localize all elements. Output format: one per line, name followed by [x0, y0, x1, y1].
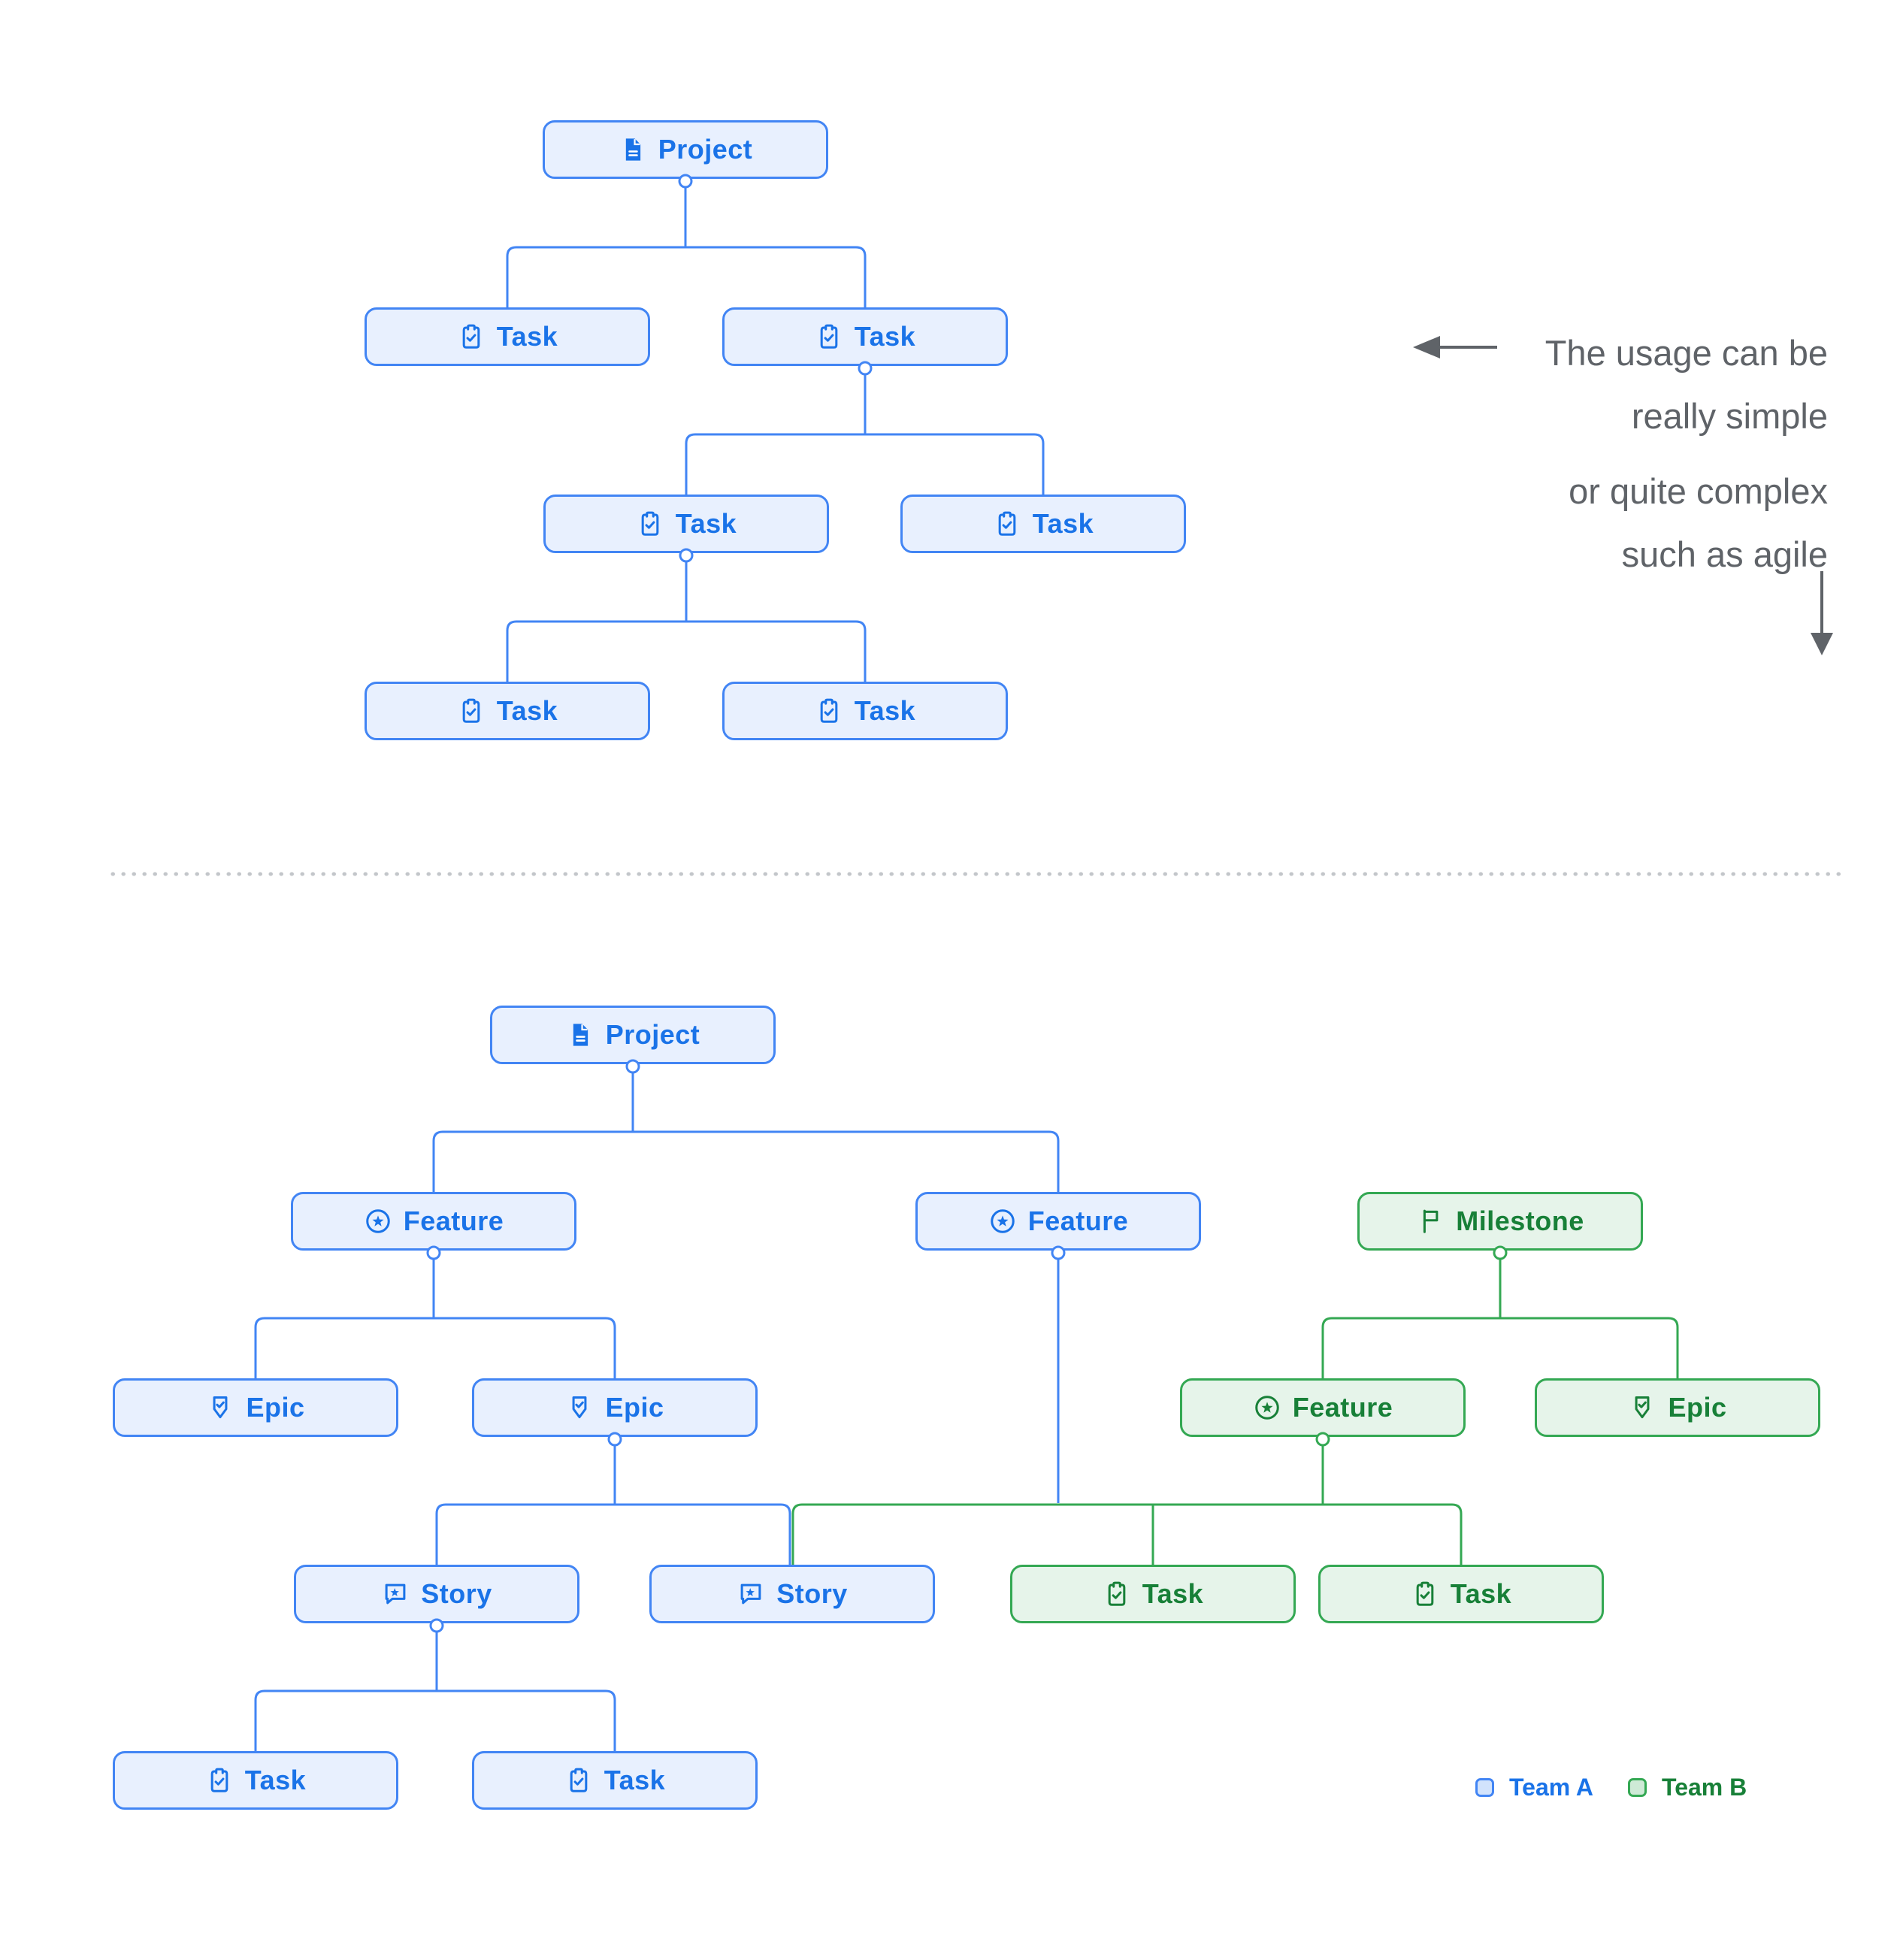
node-label: Project: [658, 134, 753, 165]
edge-feature1-to-epics: [254, 1259, 616, 1378]
node-epic-2: Epic: [472, 1378, 758, 1437]
node-task-6: Task: [722, 682, 1008, 740]
node-task-2: Task: [722, 307, 1008, 366]
team-b-label: Team B: [1662, 1774, 1747, 1801]
node-label: Feature: [403, 1205, 504, 1236]
task-icon: [1103, 1580, 1131, 1608]
node-label: Task: [1032, 508, 1094, 539]
node-story-1: Story: [294, 1565, 579, 1623]
node-label: Epic: [1668, 1392, 1727, 1423]
annotation-text: The usage can be really simple or quite …: [1347, 322, 1828, 586]
node-label: Task: [675, 508, 737, 539]
node-label: Story: [776, 1578, 848, 1609]
node-label: Task: [1142, 1578, 1204, 1609]
node-task-b2: Task: [472, 1751, 758, 1810]
team-a-swatch: [1475, 1778, 1494, 1797]
legend-item-team-a: Team A: [1475, 1774, 1593, 1801]
annotation-line: really simple: [1631, 396, 1828, 436]
task-icon: [457, 697, 486, 725]
node-task-g2: Task: [1318, 1565, 1604, 1623]
node-epic-3: Epic: [1535, 1378, 1820, 1437]
task-icon: [815, 322, 843, 351]
node-label: Task: [854, 695, 916, 726]
node-feature-1: Feature: [291, 1192, 576, 1251]
task-icon: [815, 697, 843, 725]
edge-top-task3-to-tasks: [506, 561, 867, 682]
node-task-4: Task: [900, 495, 1186, 553]
legend-item-team-b: Team B: [1628, 1774, 1747, 1801]
feature-icon: [364, 1207, 392, 1236]
node-project-complex: Project: [490, 1006, 776, 1064]
team-b-swatch: [1628, 1778, 1647, 1797]
project-icon: [619, 135, 647, 164]
annotation-line: or quite complex: [1569, 471, 1828, 511]
epic-icon: [565, 1393, 594, 1422]
milestone-icon: [1416, 1207, 1445, 1236]
node-label: Story: [421, 1578, 492, 1609]
node-label: Feature: [1027, 1205, 1129, 1236]
story-icon: [737, 1580, 765, 1608]
node-epic-1: Epic: [113, 1378, 398, 1437]
node-label: Epic: [246, 1392, 305, 1423]
edge-top-task2-to-tasks: [685, 374, 1045, 495]
edge-story1-to-tasks: [254, 1632, 616, 1751]
node-task-g1: Task: [1010, 1565, 1296, 1623]
node-feature-2: Feature: [915, 1192, 1201, 1251]
node-label: Feature: [1292, 1392, 1393, 1423]
edge-project-to-features: [432, 1072, 1060, 1192]
node-task-3: Task: [543, 495, 829, 553]
task-icon: [1411, 1580, 1439, 1608]
edge-top-project-to-tasks: [506, 187, 867, 307]
node-label: Milestone: [1456, 1205, 1584, 1236]
node-label: Project: [605, 1019, 700, 1050]
node-task-b1: Task: [113, 1751, 398, 1810]
task-icon: [205, 1766, 234, 1795]
edge-shared-rail: [791, 1503, 1463, 1565]
edge-milestone-to-children: [1321, 1259, 1679, 1378]
node-label: Task: [496, 321, 558, 352]
node-story-2: Story: [649, 1565, 935, 1623]
node-label: Task: [1450, 1578, 1512, 1609]
feature-icon: [1253, 1393, 1281, 1422]
epic-icon: [206, 1393, 234, 1422]
feature-icon: [988, 1207, 1017, 1236]
epic-icon: [1628, 1393, 1656, 1422]
task-icon: [564, 1766, 593, 1795]
edge-epic2-to-stories: [435, 1445, 791, 1565]
node-label: Task: [244, 1765, 307, 1795]
node-label: Epic: [605, 1392, 664, 1423]
team-a-label: Team A: [1509, 1774, 1594, 1801]
task-icon: [636, 510, 664, 538]
annotation-line: such as agile: [1621, 534, 1828, 574]
node-task-1: Task: [365, 307, 650, 366]
node-milestone: Milestone: [1357, 1192, 1643, 1251]
annotation-line: The usage can be: [1544, 333, 1828, 373]
node-task-5: Task: [365, 682, 650, 740]
story-icon: [381, 1580, 410, 1608]
node-project-simple: Project: [543, 120, 828, 179]
node-label: Task: [496, 695, 558, 726]
project-icon: [566, 1021, 594, 1049]
task-icon: [457, 322, 486, 351]
legend: Team A Team B: [1475, 1774, 1747, 1801]
task-icon: [993, 510, 1021, 538]
node-feature-3: Feature: [1180, 1378, 1466, 1437]
node-label: Task: [604, 1765, 666, 1795]
node-label: Task: [854, 321, 916, 352]
down-arrow-head: [1811, 633, 1833, 655]
